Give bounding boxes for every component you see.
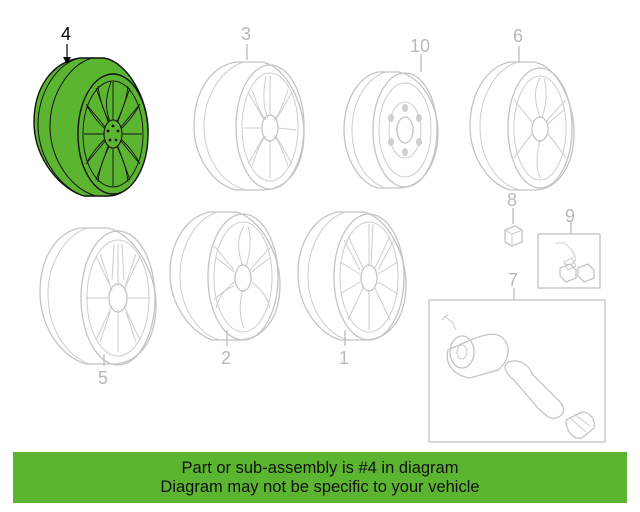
banner-line-part-info: Part or sub-assembly is #4 in diagram: [181, 458, 459, 477]
parts-diagram: 4 3 10 6 8 9 7 5 2 1: [33, 24, 606, 443]
wheel-part-3[interactable]: [193, 61, 305, 191]
wheel-part-10[interactable]: [343, 71, 439, 189]
callout-2: 2: [221, 348, 231, 368]
wheel-part-2[interactable]: [169, 211, 281, 341]
wheel-lock-kit-part-9[interactable]: [537, 233, 601, 289]
tpms-sensor-part-7[interactable]: [428, 299, 606, 443]
banner-line-disclaimer: Diagram may not be specific to your vehi…: [160, 477, 480, 496]
callout-6: 6: [513, 26, 523, 46]
callout-5: 5: [98, 368, 108, 388]
wheel-part-1[interactable]: [297, 211, 407, 341]
callout-9: 9: [565, 206, 575, 226]
callout-10: 10: [410, 36, 430, 56]
lug-nut-part-8[interactable]: [504, 225, 523, 247]
callout-1: 1: [339, 348, 349, 368]
callout-8: 8: [507, 190, 517, 210]
wheel-part-4[interactable]: [33, 57, 149, 197]
wheel-part-6[interactable]: [469, 61, 575, 191]
wheel-part-5[interactable]: [39, 227, 157, 366]
info-banner: Part or sub-assembly is #4 in diagram Di…: [13, 452, 627, 503]
leader-arrow-4: [63, 57, 71, 64]
callout-4: 4: [61, 24, 71, 44]
callout-3: 3: [241, 24, 251, 44]
callout-7: 7: [508, 270, 518, 290]
